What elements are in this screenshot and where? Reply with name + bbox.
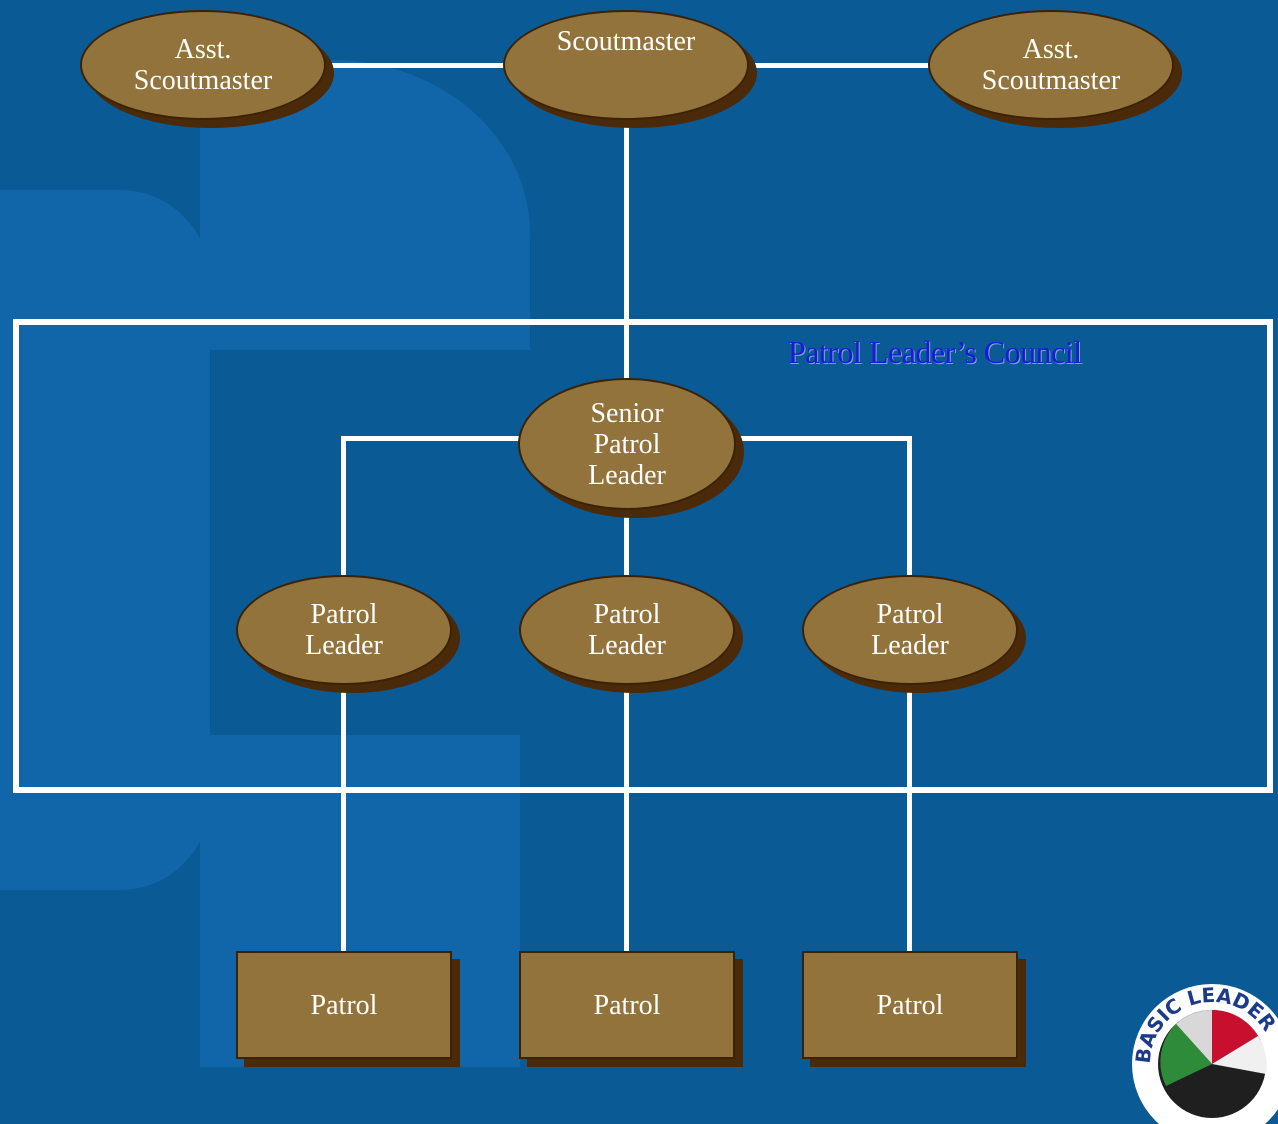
connector-pl1-patrol1 [341, 670, 346, 960]
connector-scoutmaster-down [624, 100, 629, 400]
connector-spl-right-down [907, 436, 912, 596]
patrol-leader-node-2: Patrol Leader [519, 575, 735, 685]
patrol-leader-node-1: Patrol Leader [236, 575, 452, 685]
patrol-leader-label-2: Patrol Leader [588, 599, 666, 661]
patrol-box-1: Patrol [236, 951, 452, 1059]
patrol-label-1: Patrol [310, 989, 378, 1021]
connector-spl-left-down [341, 436, 346, 596]
patrol-leader-node-3: Patrol Leader [802, 575, 1018, 685]
connector-pl2-patrol2 [624, 670, 629, 960]
patrol-label-2: Patrol [593, 989, 661, 1021]
connector-top-right [745, 63, 945, 68]
leadership-logo: BASIC LEADER [1132, 983, 1278, 1124]
patrol-box-3: Patrol [802, 951, 1018, 1059]
asst-scoutmaster-left-label: Asst. Scoutmaster [133, 34, 273, 96]
patrol-leader-label-3: Patrol Leader [871, 599, 949, 661]
asst-scoutmaster-left-node: Asst. Scoutmaster [80, 10, 326, 120]
asst-scoutmaster-right-node: Asst. Scoutmaster [928, 10, 1174, 120]
senior-patrol-leader-label: Senior Patrol Leader [588, 397, 666, 491]
patrol-leader-label-1: Patrol Leader [305, 599, 383, 661]
patrol-leaders-council-box [13, 319, 1273, 793]
connector-spl-center-down [624, 500, 629, 596]
senior-patrol-leader-node: Senior Patrol Leader [518, 378, 736, 510]
asst-scoutmaster-right-label: Asst. Scoutmaster [981, 34, 1121, 96]
scoutmaster-node: Scoutmaster [503, 10, 749, 120]
council-title: Patrol Leader’s Council [788, 334, 1082, 370]
background-shape-left [0, 190, 210, 890]
connector-pl3-patrol3 [907, 670, 912, 960]
scoutmaster-label: Scoutmaster [556, 26, 696, 57]
patrol-label-3: Patrol [876, 989, 944, 1021]
patrol-box-2: Patrol [519, 951, 735, 1059]
connector-top-left [320, 63, 520, 68]
